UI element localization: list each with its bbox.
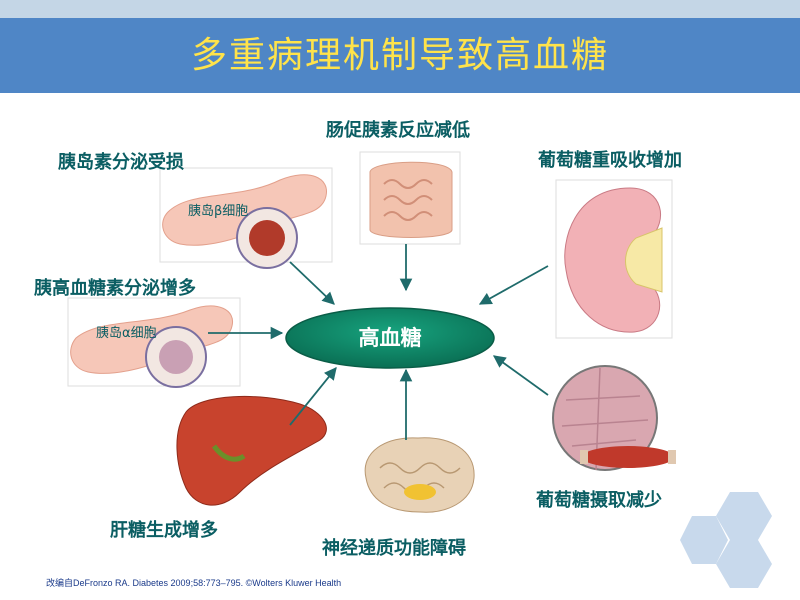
pancreas-beta-illustration: [159, 167, 333, 269]
muscle-illustration: [552, 365, 676, 471]
citation-caption: 改编自DeFronzo RA. Diabetes 2009;58:773–795…: [46, 578, 342, 588]
center-label: 高血糖: [358, 326, 422, 350]
pancreas-alpha-illustration: [67, 297, 241, 388]
arrow-muscle: [492, 355, 549, 396]
title-bar: [0, 18, 800, 93]
label-glucagon: 胰高血糖素分泌增多: [34, 278, 196, 299]
arrow-liver: [289, 367, 337, 426]
top-strip: [0, 0, 800, 18]
slide-title: 多重病理机制导致高血糖: [190, 35, 609, 76]
hexagon-decoration: [680, 492, 772, 588]
intestine-illustration: [359, 151, 461, 245]
arrow-kidney: [478, 265, 549, 305]
brain-illustration: [364, 437, 475, 513]
label-beta-cell: 胰岛β细胞: [188, 204, 249, 219]
label-brain: 神经递质功能障碍: [322, 538, 466, 559]
label-liver: 肝糖生成增多: [110, 520, 218, 541]
center-ellipse: [285, 307, 495, 369]
label-muscle: 葡萄糖摄取减少: [536, 490, 662, 511]
liver-illustration: [176, 395, 327, 506]
label-kidney: 葡萄糖重吸收增加: [538, 150, 682, 171]
label-incretin: 肠促胰素反应减低: [326, 120, 470, 141]
kidney-illustration: [555, 179, 673, 339]
label-alpha-cell: 胰岛α细胞: [96, 326, 157, 341]
arrows: [208, 244, 549, 440]
arrow-insulin: [289, 261, 335, 305]
label-insulin: 胰岛素分泌受损: [58, 152, 184, 173]
